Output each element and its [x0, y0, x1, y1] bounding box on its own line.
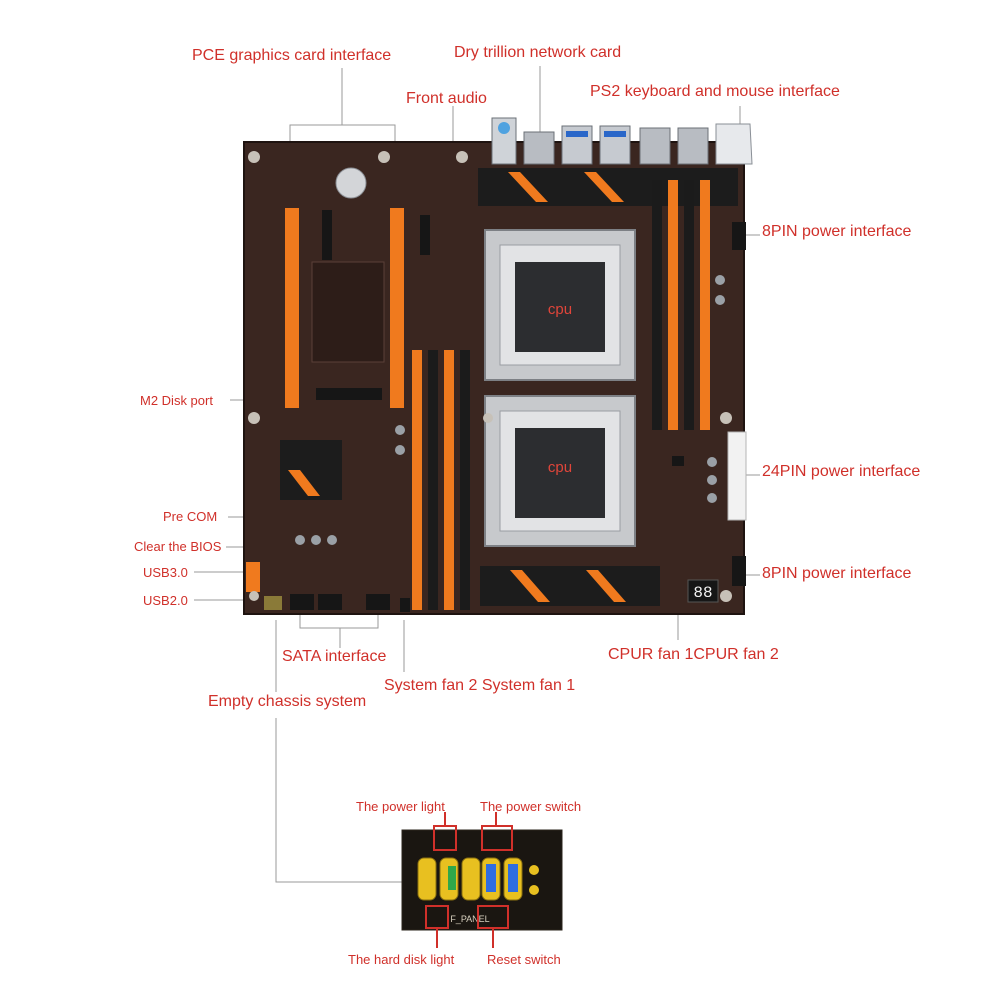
- system-fan-headers: [400, 598, 410, 612]
- cpu-socket-2: [484, 395, 636, 547]
- ram-slots-left: [412, 350, 470, 610]
- motherboard: cpu cpu: [243, 117, 753, 615]
- usb2-header: [264, 596, 282, 610]
- label-8pin-top: 8PIN power interface: [762, 223, 912, 240]
- front-panel-closeup: F_PANEL: [401, 812, 563, 948]
- label-m2-disk-port: M2 Disk port: [140, 393, 213, 408]
- rear-io-panel: [491, 117, 753, 165]
- cpu-2-mark: cpu: [548, 459, 572, 476]
- sata-callout-line: [299, 610, 379, 629]
- mounting-holes: [248, 151, 732, 602]
- label-front-audio: Front audio: [406, 90, 487, 107]
- label-pre-com: Pre COM: [163, 509, 218, 524]
- vrm-heatsink-top: [478, 168, 738, 206]
- label-power-switch: The power switch: [480, 799, 582, 814]
- capacitors: [295, 275, 725, 545]
- pin-highlight-brackets: [425, 812, 513, 948]
- label-system-fans: System fan 2 System fan 1: [384, 677, 576, 694]
- label-sata: SATA interface: [282, 648, 387, 665]
- label-cpur-fans: CPUR fan 1CPUR fan 2: [608, 646, 779, 663]
- cpu-1-mark: cpu: [548, 301, 572, 318]
- pcie-slots: [285, 208, 430, 408]
- label-24pin: 24PIN power interface: [762, 463, 921, 480]
- vrm-heatsink-bottom: [480, 566, 660, 606]
- label-8pin-bottom: 8PIN power interface: [762, 565, 912, 582]
- label-reset-switch: Reset switch: [487, 952, 561, 967]
- pin8-bottom-connector: [732, 556, 746, 586]
- debug-display-digits: 88: [693, 584, 712, 602]
- cpu-fan-headers: [672, 456, 684, 466]
- usb3-header: [246, 562, 260, 592]
- f-panel-text: F_PANEL: [450, 914, 489, 924]
- cmos-battery: [335, 167, 367, 199]
- m2-connector: [316, 388, 382, 400]
- label-empty-chassis: Empty chassis system: [208, 693, 367, 710]
- label-pce-graphics-card: PCE graphics card interface: [192, 47, 392, 64]
- label-clear-bios: Clear the BIOS: [134, 539, 222, 554]
- chipset-heatsink: [280, 440, 342, 500]
- m2-slot-area: [311, 261, 385, 363]
- ram-slots-right: [652, 180, 710, 430]
- cpu-socket-1: [484, 229, 636, 381]
- label-usb2: USB2.0: [143, 593, 188, 608]
- pin8-top-connector: [732, 222, 746, 250]
- sata-ports: [290, 594, 390, 610]
- label-hard-disk-light: The hard disk light: [348, 952, 455, 967]
- label-usb3: USB3.0: [143, 565, 188, 580]
- label-power-light: The power light: [356, 799, 445, 814]
- label-ps2: PS2 keyboard and mouse interface: [590, 83, 840, 100]
- debug-display: [687, 579, 719, 603]
- pin24-connector: [727, 431, 747, 521]
- label-network-card: Dry trillion network card: [454, 44, 622, 61]
